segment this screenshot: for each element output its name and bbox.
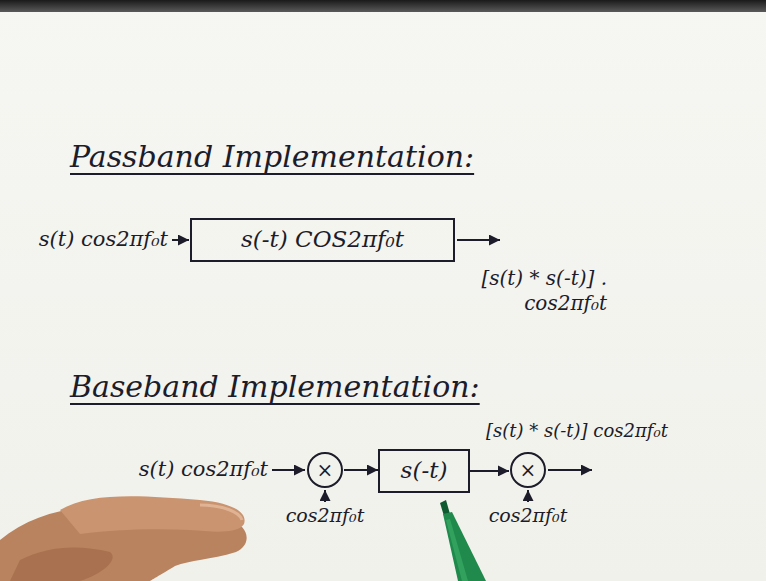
top-edge <box>0 0 766 12</box>
marker-pen <box>440 500 486 581</box>
input-signal: s(t) cos2πf₀t <box>139 456 268 482</box>
output-expression: [s(t) * s(-t)] cos2πf₀t <box>486 420 668 443</box>
output-arrow <box>457 239 500 241</box>
hand <box>0 496 247 581</box>
multiplier-circle: × <box>509 451 547 489</box>
carrier-signal: cos2πf₀t <box>286 504 365 528</box>
filter-box: s(-t) <box>378 449 470 493</box>
input-arrow <box>172 239 189 241</box>
multiply-sign: × <box>317 458 334 482</box>
signal-arrow <box>344 469 378 471</box>
carrier-arrow <box>324 490 326 502</box>
filter-box: s(-t) COS2πf₀t <box>190 218 455 262</box>
box-text: s(-t) COS2πf₀t <box>241 226 404 252</box>
input-arrow <box>272 469 305 471</box>
box-text: s(-t) <box>401 457 448 483</box>
multiply-sign: × <box>520 458 537 482</box>
carrier-arrow <box>527 490 529 502</box>
input-signal: s(t) cos2πf₀t <box>39 226 168 252</box>
output-expression: [s(t) * s(-t)] . cos2πf₀t <box>425 266 607 316</box>
section-heading: Passband Implementation: <box>70 138 474 176</box>
section-heading: Baseband Implementation: <box>70 368 480 406</box>
multiplier-circle: × <box>306 451 344 489</box>
signal-arrow <box>470 470 509 472</box>
output-arrow <box>548 469 592 471</box>
carrier-signal: cos2πf₀t <box>489 504 568 528</box>
